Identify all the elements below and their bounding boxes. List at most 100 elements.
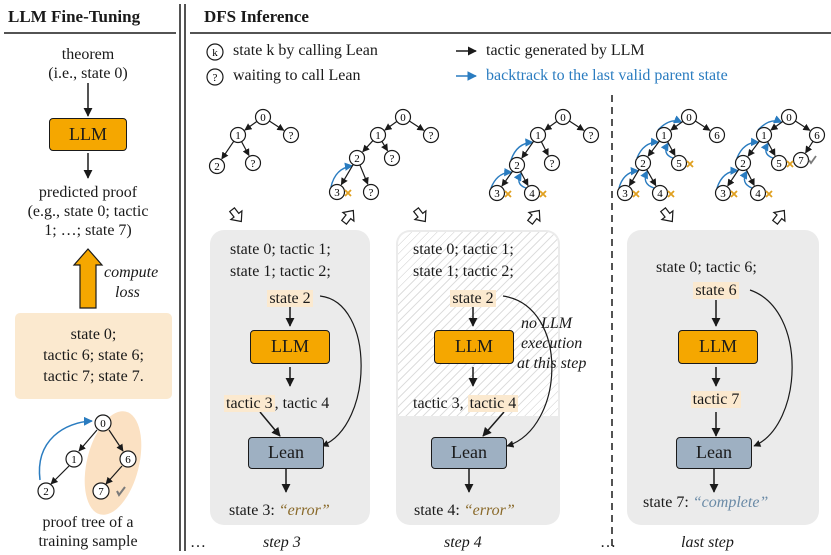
svg-text:7: 7 — [98, 486, 104, 498]
tree3-node-4: 4 — [523, 184, 541, 202]
svg-text:?: ? — [550, 158, 555, 170]
backtrack-arrow — [660, 142, 674, 159]
step4-note-line-1: no LLM — [521, 315, 573, 332]
tree2-node-q3: ? — [362, 183, 380, 201]
svg-text:1: 1 — [375, 130, 381, 142]
tree3-node-1: 1 — [529, 126, 547, 144]
step4-prefix-line-1: state 0; tactic 1; — [413, 241, 514, 258]
backtrack-arrow — [760, 142, 774, 159]
hollow-arrow-down — [659, 207, 674, 223]
step4-state-label: state 2 — [450, 290, 496, 307]
tree1-node-0: 0 — [254, 108, 272, 126]
svg-text:3: 3 — [622, 188, 628, 200]
compute-loss-label-1: compute — [104, 264, 159, 281]
tree5-node-7: 7 — [792, 151, 810, 169]
last-step-panel — [627, 230, 819, 525]
backtrack-arrow — [510, 138, 534, 161]
step4-note-line-3: at this step — [517, 355, 587, 372]
svg-text:5: 5 — [776, 158, 782, 170]
tree4-node-4: 4 — [651, 184, 669, 202]
predicted-proof-line-3: 1; …; state 7) — [44, 222, 132, 239]
training-sample-line-2: tactic 6; state 6; — [43, 347, 144, 364]
proof-tree-node-7: 7 — [92, 482, 110, 500]
step3-result-prefix: state 3: — [229, 502, 279, 519]
backtrack-arrow — [640, 170, 655, 189]
step3-tactics: tactic 3, tactic 4 — [224, 394, 329, 413]
error-mark — [667, 190, 675, 198]
last-tactic-selected: tactic 7 — [690, 391, 742, 408]
flow-arrows — [228, 207, 786, 225]
svg-text:?: ? — [213, 72, 218, 84]
llm-fine-tuning-header: LLM Fine-Tuning — [8, 7, 141, 26]
proof-path-highlight — [84, 411, 142, 515]
hollow-arrow-down — [228, 207, 243, 223]
tree3-node-q2: ? — [543, 154, 561, 172]
tree2-node-2: 2 — [348, 149, 366, 167]
svg-text:0: 0 — [260, 112, 266, 124]
svg-text:0: 0 — [786, 112, 792, 124]
legend-q-label: waiting to call Lean — [233, 67, 361, 84]
svg-text:4: 4 — [529, 188, 535, 200]
compute-loss-arrow — [72, 248, 104, 309]
last-tactics: tactic 7 — [666, 390, 766, 409]
step4-result-value: “error” — [463, 502, 515, 519]
predicted-proof-line-2: (e.g., state 0; tactic — [27, 203, 149, 220]
tree3-node-2: 2 — [508, 156, 526, 174]
tree5-node-1: 1 — [755, 126, 773, 144]
error-mark — [344, 189, 352, 197]
lean-box-step4: Lean — [431, 437, 507, 469]
svg-text:?: ? — [369, 187, 374, 199]
svg-text:3: 3 — [334, 187, 340, 199]
svg-text:?: ? — [429, 130, 434, 142]
last-result-prefix: state 7: — [643, 494, 693, 511]
step4-note-line-2: execution — [521, 335, 583, 352]
step3-result: state 3: “error” — [229, 501, 330, 520]
svg-text:0: 0 — [686, 112, 692, 124]
last-result-value: “complete” — [692, 494, 769, 511]
legend-k-symbol: k — [206, 43, 224, 61]
llm-box-step3: LLM — [250, 330, 330, 364]
step4-tactic-other: tactic 3, — [413, 395, 468, 412]
step-ellipsis-1: … — [190, 534, 206, 551]
svg-text:4: 4 — [755, 188, 761, 200]
step-4-label: step 4 — [444, 534, 482, 551]
svg-text:?: ? — [251, 158, 256, 170]
tree5-node-4: 4 — [749, 184, 767, 202]
svg-text:6: 6 — [814, 130, 820, 142]
backtrack-arrow — [739, 170, 753, 189]
svg-text:6: 6 — [714, 130, 720, 142]
step4-result-prefix: state 4: — [414, 502, 464, 519]
complete-mark — [808, 155, 817, 165]
backtrack-arrow — [490, 167, 513, 189]
proof-tree-node-0: 0 — [94, 414, 112, 432]
tree1-node-1: 1 — [229, 126, 247, 144]
backtrack-arrow — [618, 167, 640, 189]
proof-tree-node-1: 1 — [65, 450, 83, 468]
error-mark — [632, 190, 640, 198]
lean-box-last: Lean — [676, 437, 752, 469]
tree4-node-3: 3 — [616, 184, 634, 202]
svg-text:2: 2 — [43, 486, 49, 498]
step4-tactic-selected: tactic 4 — [467, 395, 519, 412]
tree2-node-0: 0 — [394, 108, 412, 126]
svg-text:2: 2 — [740, 158, 746, 170]
hollow-arrow-down — [412, 207, 427, 223]
tree2-node-3: 3 — [328, 183, 346, 201]
error-mark — [786, 160, 794, 168]
proof-tree-node-6: 6 — [119, 450, 137, 468]
backtrack-arrow — [636, 137, 660, 159]
last-state-label: state 6 — [693, 282, 739, 299]
last-prefix-line-1: state 0; tactic 6; — [656, 259, 757, 276]
last-step-label: last step — [681, 534, 734, 551]
step4-hatch — [398, 232, 558, 416]
backtrack-arrow — [330, 162, 354, 188]
step4-tactics: tactic 3, tactic 4 — [413, 394, 519, 413]
step3-result-value: “error” — [278, 502, 330, 519]
llm-box-training: LLM — [49, 118, 127, 151]
svg-text:2: 2 — [514, 160, 520, 172]
tree1-node-2: 2 — [208, 157, 226, 175]
training-sample-line-3: tactic 7; state 7. — [43, 368, 144, 385]
hollow-arrow-up — [526, 209, 541, 225]
legend-k-label: state k by calling Lean — [233, 42, 378, 59]
